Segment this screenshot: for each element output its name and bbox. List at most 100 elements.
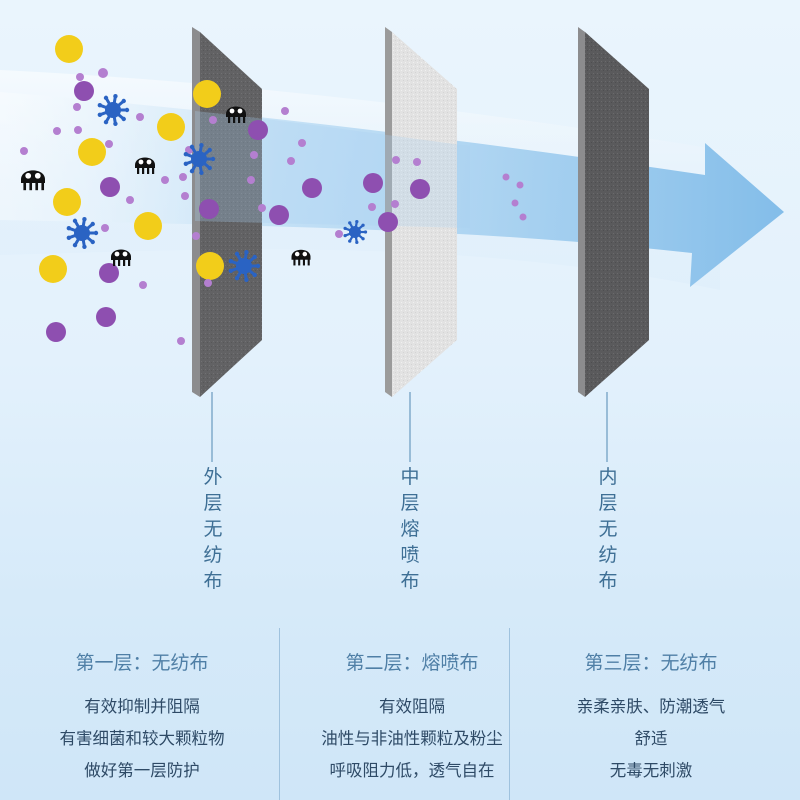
layer-label-middle: 中 层 熔 喷 布 [390, 464, 430, 594]
purple-particle [161, 176, 169, 184]
inner-layer-panel [578, 27, 649, 397]
purple-particle [105, 140, 113, 148]
purple-particle [98, 68, 108, 78]
purple-particle [136, 113, 144, 121]
purple-particle [298, 139, 306, 147]
layer-desc-line: 油性与非油性颗粒及粉尘 [321, 729, 503, 748]
layer-title: 第二层：熔喷布 [345, 652, 479, 674]
purple-particle [74, 126, 82, 134]
layer-description-3: 第三层：无纺布 亲柔亲肤、防潮透气 舒适 无毒无刺激 [510, 625, 792, 800]
purple-particle [368, 203, 376, 211]
purple-particle [250, 151, 258, 159]
purple-particle [74, 81, 94, 101]
outer-layer-panel [192, 27, 262, 397]
layer-description-1: 第一层：无纺布 有效抑制并阻隔 有害细菌和较大颗粒物 做好第一层防护 [8, 625, 276, 800]
bacteria-icon [97, 94, 130, 126]
layer-label-char: 布 [598, 570, 618, 592]
layer-desc-line: 亲柔亲肤、防潮透气 [576, 697, 726, 716]
yellow-particle [55, 35, 83, 63]
purple-particle [126, 196, 134, 204]
purple-particle [73, 103, 81, 111]
purple-particle [410, 179, 430, 199]
purple-particle [53, 127, 61, 135]
purple-particle [335, 230, 343, 238]
purple-particle [392, 156, 400, 164]
bacteria-icon [66, 217, 99, 249]
purple-particle [96, 307, 116, 327]
layer-desc-line: 做好第一层防护 [84, 761, 200, 780]
layer-desc-line: 舒适 [634, 729, 668, 748]
purple-particle [247, 176, 255, 184]
purple-particles-large [46, 81, 430, 342]
purple-particle [502, 173, 510, 181]
layer-desc-line: 呼吸阻力低，透气自在 [329, 761, 495, 780]
purple-particle [46, 322, 66, 342]
purple-particle [258, 204, 266, 212]
layer-label-char: 无 [203, 518, 223, 540]
purple-particle [199, 199, 219, 219]
layer-label-char: 外 [203, 466, 223, 488]
layer-description-2: 第二层：熔喷布 有效阻隔 油性与非油性颗粒及粉尘 呼吸阻力低，透气自在 [278, 625, 546, 800]
purple-particle [209, 116, 217, 124]
purple-particle [100, 177, 120, 197]
layer-label-char: 布 [400, 570, 420, 592]
purple-particle [248, 120, 268, 140]
purple-particle [177, 337, 185, 345]
purple-particle [302, 178, 322, 198]
flow-arrow-overlay [195, 111, 470, 228]
purple-particle [181, 192, 189, 200]
virus-icon [111, 249, 131, 266]
layer-desc-line: 无毒无刺激 [609, 761, 693, 780]
purple-particle [391, 200, 399, 208]
layer-label-char: 层 [400, 492, 420, 514]
purple-particles-small [20, 68, 527, 345]
layer-label-char: 中 [400, 466, 420, 488]
bacteria-group [66, 94, 368, 282]
layer-label-char: 纺 [203, 544, 223, 566]
virus-icon [21, 170, 45, 191]
layer-label-outer: 外 层 无 纺 布 [193, 464, 233, 594]
yellow-particle [134, 212, 162, 240]
purple-particle [519, 213, 527, 221]
panel-divider [509, 628, 510, 800]
purple-particle [76, 73, 84, 81]
yellow-particle [193, 80, 221, 108]
layer-label-char: 层 [598, 492, 618, 514]
virus-icon [291, 249, 311, 266]
yellow-particle [39, 255, 67, 283]
purple-particle [516, 181, 524, 189]
virus-icon [226, 106, 246, 123]
purple-particle [378, 212, 398, 232]
yellow-particles [39, 35, 224, 283]
purple-particle [511, 199, 519, 207]
bacteria-icon [343, 220, 368, 244]
layer-label-char: 纺 [598, 544, 618, 566]
purple-particle [101, 224, 109, 232]
layer-label-inner: 内 层 无 纺 布 [588, 464, 628, 594]
yellow-particle [196, 252, 224, 280]
virus-icon [135, 157, 155, 174]
bacteria-icon [183, 143, 216, 175]
yellow-particle [78, 138, 106, 166]
layer-desc-line: 有效抑制并阻隔 [84, 697, 200, 716]
virus-group [21, 106, 311, 266]
layer-label-char: 熔 [400, 518, 420, 540]
purple-particle [99, 263, 119, 283]
layer-label-char: 内 [598, 466, 618, 488]
middle-layer-panel [385, 27, 457, 397]
purple-particle [363, 173, 383, 193]
purple-particle [281, 107, 289, 115]
yellow-particle [53, 188, 81, 216]
layer-desc-line: 有效阻隔 [379, 697, 445, 716]
yellow-particle [157, 113, 185, 141]
layer-title: 第一层：无纺布 [75, 652, 209, 674]
panel-divider [279, 628, 280, 800]
purple-particle [269, 205, 289, 225]
layer-label-char: 无 [598, 518, 618, 540]
layer-desc-line: 有害细菌和较大颗粒物 [59, 729, 225, 748]
bacteria-icon [228, 250, 261, 282]
layer-label-char: 喷 [400, 544, 420, 566]
layer-title: 第三层：无纺布 [584, 652, 718, 674]
purple-particle [204, 279, 212, 287]
